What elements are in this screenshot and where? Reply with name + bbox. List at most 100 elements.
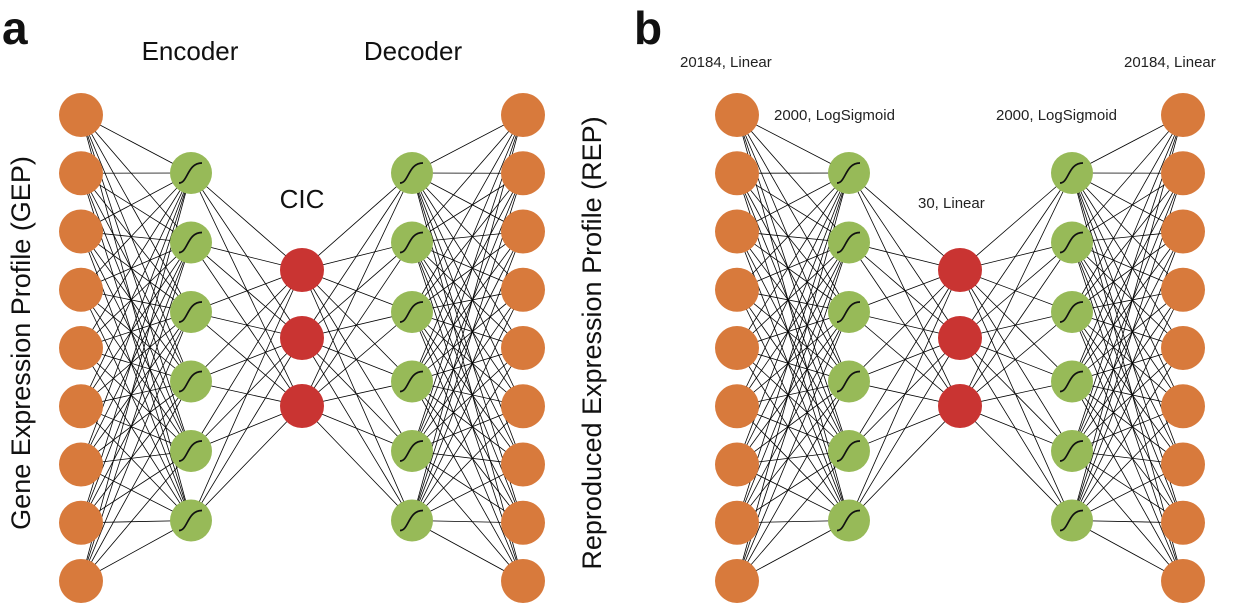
connection-edge [190, 337, 303, 521]
output-node [1161, 500, 1205, 545]
input-node [59, 384, 103, 429]
sigmoid-icon [178, 301, 203, 323]
output-node [501, 267, 545, 312]
connection-edge [411, 114, 524, 243]
connection-edge [1071, 242, 1184, 407]
sigmoid-icon [178, 509, 203, 532]
input-node [715, 559, 759, 603]
output-node [501, 500, 545, 545]
rep-axis-label: Reproduced Expression Profile (REP) [577, 116, 607, 569]
connection-edge [736, 242, 850, 407]
connection-edge [1071, 347, 1184, 452]
encoder-hidden-node [828, 430, 870, 472]
sigmoid-icon [399, 370, 424, 393]
connection-edge [80, 405, 192, 521]
sigmoid-icon [1059, 162, 1084, 184]
connection-edge [1071, 114, 1184, 243]
connection-edge [959, 269, 1073, 452]
connection-edge [1071, 173, 1184, 452]
gep-axis-label: Gene Expression Profile (GEP) [6, 156, 36, 530]
sigmoid-icon [1059, 301, 1084, 323]
input-node [715, 267, 759, 312]
connection-edge [80, 172, 192, 349]
decoder-hidden-node [1051, 152, 1093, 194]
connection-edge [411, 231, 524, 452]
connection-edge [411, 347, 524, 452]
sigmoid-icon [399, 509, 424, 532]
connection-edge [736, 289, 850, 382]
hidden-right-layer-label: 2000, LogSigmoid [996, 107, 1117, 124]
sigmoid-icon [836, 509, 861, 532]
code-node [280, 316, 324, 360]
connection-edge [80, 347, 192, 521]
connection-edge [411, 311, 524, 407]
connection-edge [1071, 114, 1184, 313]
input-node [59, 93, 103, 137]
output-node [501, 209, 545, 254]
input-node [715, 384, 759, 429]
input-node [59, 500, 103, 545]
connection-edge [190, 242, 303, 407]
sigmoid-icon [1059, 370, 1084, 393]
encoder-hidden-node [828, 221, 870, 264]
connection-edge [190, 172, 303, 271]
encoder-hidden-node [170, 221, 212, 264]
connection-edge [1071, 311, 1184, 407]
connection-edge [301, 172, 413, 407]
encoder-hidden-node [170, 430, 212, 472]
sigmoid-icon [399, 440, 424, 462]
connection-edge [959, 269, 1073, 382]
connection-edge [411, 172, 524, 349]
connection-edge [1071, 114, 1184, 382]
connection-edge [848, 172, 961, 407]
output-node [501, 326, 545, 370]
connection-edge [736, 405, 850, 521]
connection-edge [736, 242, 850, 465]
connection-edge [80, 311, 192, 465]
input-node [59, 209, 103, 254]
output-node [501, 559, 545, 603]
output-node [501, 93, 545, 137]
nodes-panel-b [715, 93, 1205, 603]
connection-edge [848, 172, 961, 339]
output-node [1161, 442, 1205, 487]
connection-edge [80, 289, 192, 382]
connection-edge [411, 405, 524, 521]
connection-edge [301, 172, 413, 339]
connection-edge [736, 311, 850, 465]
connection-edge [848, 311, 961, 407]
input-node [59, 559, 103, 603]
sigmoid-icon [399, 301, 424, 323]
output-node [1161, 93, 1205, 137]
connection-edge [736, 172, 850, 407]
connection-edge [736, 289, 850, 452]
connection-edge [736, 242, 850, 349]
encoder-label: Encoder [142, 36, 239, 66]
connection-edge [736, 311, 850, 582]
connection-edge [411, 289, 524, 452]
connection-edge [190, 269, 303, 452]
output-node [1161, 209, 1205, 254]
decoder-hidden-node [1051, 291, 1093, 333]
connection-edge [1071, 172, 1184, 407]
panel-a-letter: a [2, 2, 28, 54]
sigmoid-icon [836, 301, 861, 323]
connection-edge [1071, 405, 1184, 521]
input-node [715, 500, 759, 545]
connection-edge [736, 381, 850, 465]
output-node [501, 384, 545, 429]
input-node [715, 93, 759, 137]
connection-edge [411, 231, 524, 313]
code-node [938, 248, 982, 292]
connection-edge [736, 172, 850, 349]
encoder-hidden-node [828, 360, 870, 403]
code-node [280, 248, 324, 292]
sigmoid-icon [1059, 440, 1084, 462]
connection-edge [80, 172, 192, 291]
panel-b-letter: b [634, 2, 662, 54]
connection-edge [848, 242, 961, 339]
input-node [715, 151, 759, 196]
encoder-hidden-node [170, 499, 212, 542]
connection-edge [301, 311, 413, 407]
connection-edge [1071, 289, 1184, 382]
